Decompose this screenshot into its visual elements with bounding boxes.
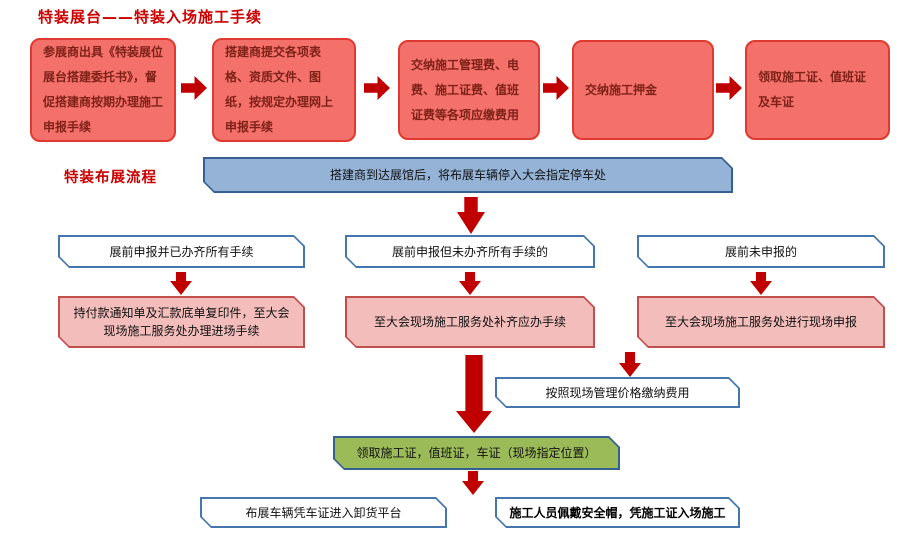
step-text: 交纳施工押金 <box>585 82 658 97</box>
flow-box-action-2: 至大会现场施工服务处补齐应办手续 <box>345 296 595 348</box>
flow-box-step-2: 搭建商提交各项表格、资质文件、图纸，按规定办理网上申报手续 <box>212 38 356 142</box>
flow-box-condition-2: 展前申报但未办齐所有手续的 <box>345 235 595 268</box>
arrow-down-icon <box>456 355 492 433</box>
flow-box-step-4: 交纳施工押金 <box>572 40 714 140</box>
worker-entry-text: 施工人员佩戴安全帽，凭施工证入场施工 <box>497 499 739 527</box>
flow-box-action-1: 持付款通知单及汇款底单复印件，至大会现场施工服务处办理进场手续 <box>58 296 305 348</box>
flow-banner-arrival: 搭建商到达展馆后，将布展车辆停入大会指定停车处 <box>203 157 733 193</box>
banner-text: 搭建商到达展馆后，将布展车辆停入大会指定停车处 <box>205 159 732 192</box>
action-text: 至大会现场施工服务处进行现场申报 <box>639 298 884 347</box>
flow-box-badge-pickup: 领取施工证，值班证，车证（现场指定位置） <box>333 436 620 470</box>
condition-text: 展前申报并已办齐所有手续 <box>60 237 304 267</box>
action-text: 至大会现场施工服务处补齐应办手续 <box>347 298 594 347</box>
flow-box-condition-1: 展前申报并已办齐所有手续 <box>58 235 305 268</box>
flow-box-step-5: 领取施工证、值班证及车证 <box>745 40 890 140</box>
vehicle-entry-text: 布展车辆凭车证进入卸货平台 <box>202 499 446 527</box>
arrow-right-icon <box>716 76 742 100</box>
badge-pickup-text: 领取施工证，值班证，车证（现场指定位置） <box>335 438 619 469</box>
flow-box-vehicle-entry: 布展车辆凭车证进入卸货平台 <box>200 497 447 528</box>
flow-box-step-3: 交纳施工管理费、电费、施工证费、值班证费等各项应缴费用 <box>398 40 540 140</box>
arrow-down-icon <box>457 197 485 234</box>
step-text: 参展商出具《特装展位展台搭建委托书》，督促搭建商按期办理施工申报手续 <box>43 45 164 134</box>
arrow-down-icon <box>462 471 484 495</box>
arrow-down-icon <box>170 272 192 295</box>
step-text: 搭建商提交各项表格、资质文件、图纸，按规定办理网上申报手续 <box>225 45 334 134</box>
step-text: 交纳施工管理费、电费、施工证费、值班证费等各项应缴费用 <box>411 57 520 122</box>
flow-box-worker-entry: 施工人员佩戴安全帽，凭施工证入场施工 <box>495 497 740 528</box>
action-text: 持付款通知单及汇款底单复印件，至大会现场施工服务处办理进场手续 <box>60 298 304 347</box>
condition-text: 展前申报但未办齐所有手续的 <box>347 237 594 267</box>
arrow-right-icon <box>543 76 569 100</box>
section-label: 特装布展流程 <box>64 170 157 186</box>
flow-box-step-1: 参展商出具《特装展位展台搭建委托书》，督促搭建商按期办理施工申报手续 <box>30 38 176 142</box>
payment-text: 按照现场管理价格缴纳费用 <box>497 379 739 407</box>
flow-box-action-3: 至大会现场施工服务处进行现场申报 <box>637 296 885 348</box>
flow-box-payment: 按照现场管理价格缴纳费用 <box>495 377 740 408</box>
flow-box-condition-3: 展前未申报的 <box>637 235 885 268</box>
arrow-right-icon <box>181 76 207 100</box>
arrow-right-icon <box>364 76 390 100</box>
arrow-down-icon <box>619 352 641 377</box>
page-title: 特装展台——特装入场施工手续 <box>38 8 263 26</box>
arrow-down-icon <box>750 272 772 295</box>
condition-text: 展前未申报的 <box>639 237 884 267</box>
arrow-down-icon <box>459 272 481 295</box>
step-text: 领取施工证、值班证及车证 <box>758 70 867 109</box>
